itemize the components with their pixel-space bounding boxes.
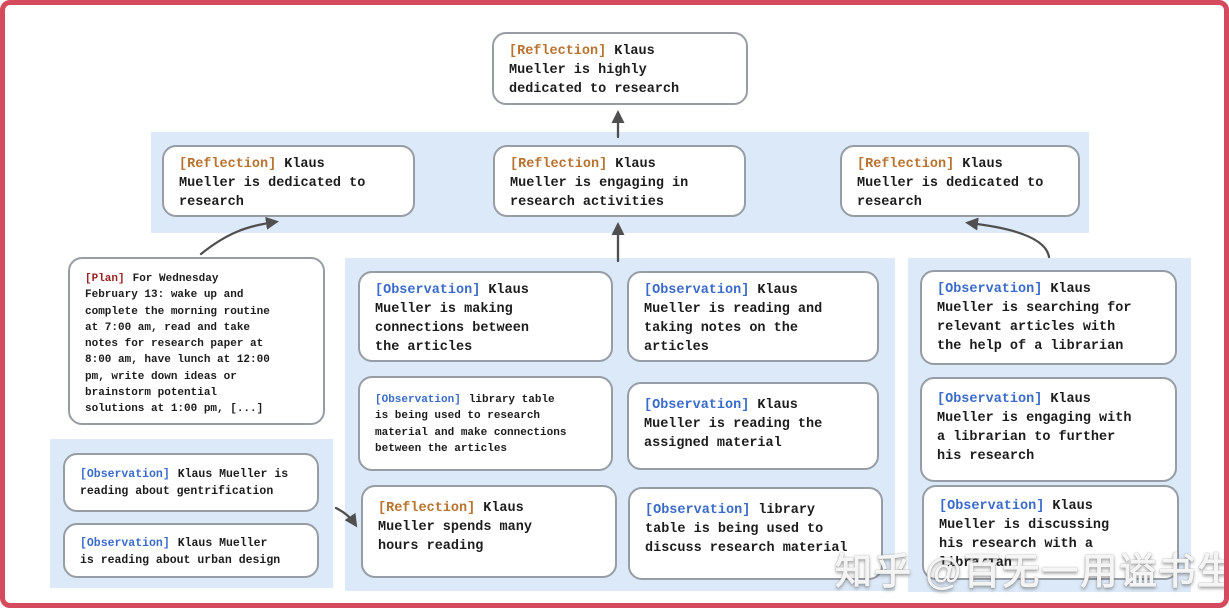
node-observation-discussing-librarian: [Observation]Klaus Mueller is discussing… bbox=[922, 485, 1179, 580]
node-text: Klaus Mueller is reading the assigned ma… bbox=[644, 398, 823, 452]
node-text: Klaus Mueller is making connections betw… bbox=[375, 283, 529, 356]
node-reflection-hours-reading: [Reflection]Klaus Mueller spends many ho… bbox=[361, 485, 617, 578]
node-text: Klaus Mueller is searching for relevant … bbox=[937, 282, 1132, 355]
node-text: Klaus Mueller is reading about gentrific… bbox=[80, 468, 289, 499]
node-row2-right-reflection: [Reflection]Klaus Mueller is dedicated t… bbox=[840, 145, 1080, 217]
observation-tag: [Observation] bbox=[644, 283, 750, 298]
node-top-reflection: [Reflection]Klaus Mueller is highly dedi… bbox=[492, 32, 748, 105]
node-row2-middle-reflection: [Reflection]Klaus Mueller is engaging in… bbox=[493, 145, 746, 217]
node-row2-left-reflection: [Reflection]Klaus Mueller is dedicated t… bbox=[162, 145, 415, 217]
observation-tag: [Observation] bbox=[937, 282, 1043, 297]
node-text: library table is being used to discuss r… bbox=[645, 503, 848, 557]
reflection-tag: [Reflection] bbox=[378, 501, 476, 516]
node-observation-library-research: [Observation]library table is being used… bbox=[358, 376, 613, 471]
observation-tag: [Observation] bbox=[645, 503, 751, 518]
node-text: library table is being used to research … bbox=[375, 394, 567, 455]
node-text: Klaus Mueller is dedicated to research bbox=[179, 157, 366, 211]
observation-tag: [Observation] bbox=[80, 537, 170, 550]
node-observation-library-discuss: [Observation]library table is being used… bbox=[628, 487, 883, 580]
node-text: Klaus Mueller is reading about urban des… bbox=[80, 537, 281, 568]
observation-tag: [Observation] bbox=[375, 283, 481, 298]
observation-tag: [Observation] bbox=[80, 468, 170, 481]
node-text: Klaus Mueller spends many hours reading bbox=[378, 501, 532, 555]
node-text: Klaus Mueller is discussing his research… bbox=[939, 499, 1110, 572]
node-text: Klaus Mueller is dedicated to research bbox=[857, 157, 1044, 211]
observation-tag: [Observation] bbox=[939, 499, 1045, 514]
plan-tag: [Plan] bbox=[85, 273, 125, 285]
node-text: Klaus Mueller is highly dedicated to res… bbox=[509, 44, 680, 98]
node-text: Klaus Mueller is reading and taking note… bbox=[644, 283, 823, 356]
node-text: Klaus Mueller is engaging in research ac… bbox=[510, 157, 689, 211]
observation-tag: [Observation] bbox=[375, 394, 461, 406]
node-observation-engaging-librarian: [Observation]Klaus Mueller is engaging w… bbox=[920, 377, 1177, 482]
node-observation-assigned-material: [Observation]Klaus Mueller is reading th… bbox=[627, 382, 879, 470]
zhihu-watermark: 知乎 @百无一用谥书生 bbox=[835, 551, 1229, 592]
node-text: Klaus Mueller is engaging with a librari… bbox=[937, 392, 1132, 465]
reflection-tag: [Reflection] bbox=[857, 157, 955, 172]
reflection-tag: [Reflection] bbox=[510, 157, 608, 172]
node-observation-connections: [Observation]Klaus Mueller is making con… bbox=[358, 271, 613, 362]
node-observation-gentrification: [Observation]Klaus Mueller is reading ab… bbox=[63, 453, 319, 512]
reflection-tag: [Reflection] bbox=[179, 157, 277, 172]
observation-tag: [Observation] bbox=[644, 398, 750, 413]
node-text: For Wednesday February 13: wake up and c… bbox=[85, 273, 270, 416]
reflection-tag: [Reflection] bbox=[509, 44, 607, 59]
node-observation-taking-notes: [Observation]Klaus Mueller is reading an… bbox=[627, 271, 879, 362]
observation-tag: [Observation] bbox=[937, 392, 1043, 407]
node-observation-searching-articles: [Observation]Klaus Mueller is searching … bbox=[920, 270, 1177, 365]
node-plan: [Plan]For Wednesday February 13: wake up… bbox=[68, 257, 325, 425]
node-observation-urban-design: [Observation]Klaus Mueller is reading ab… bbox=[63, 523, 319, 578]
